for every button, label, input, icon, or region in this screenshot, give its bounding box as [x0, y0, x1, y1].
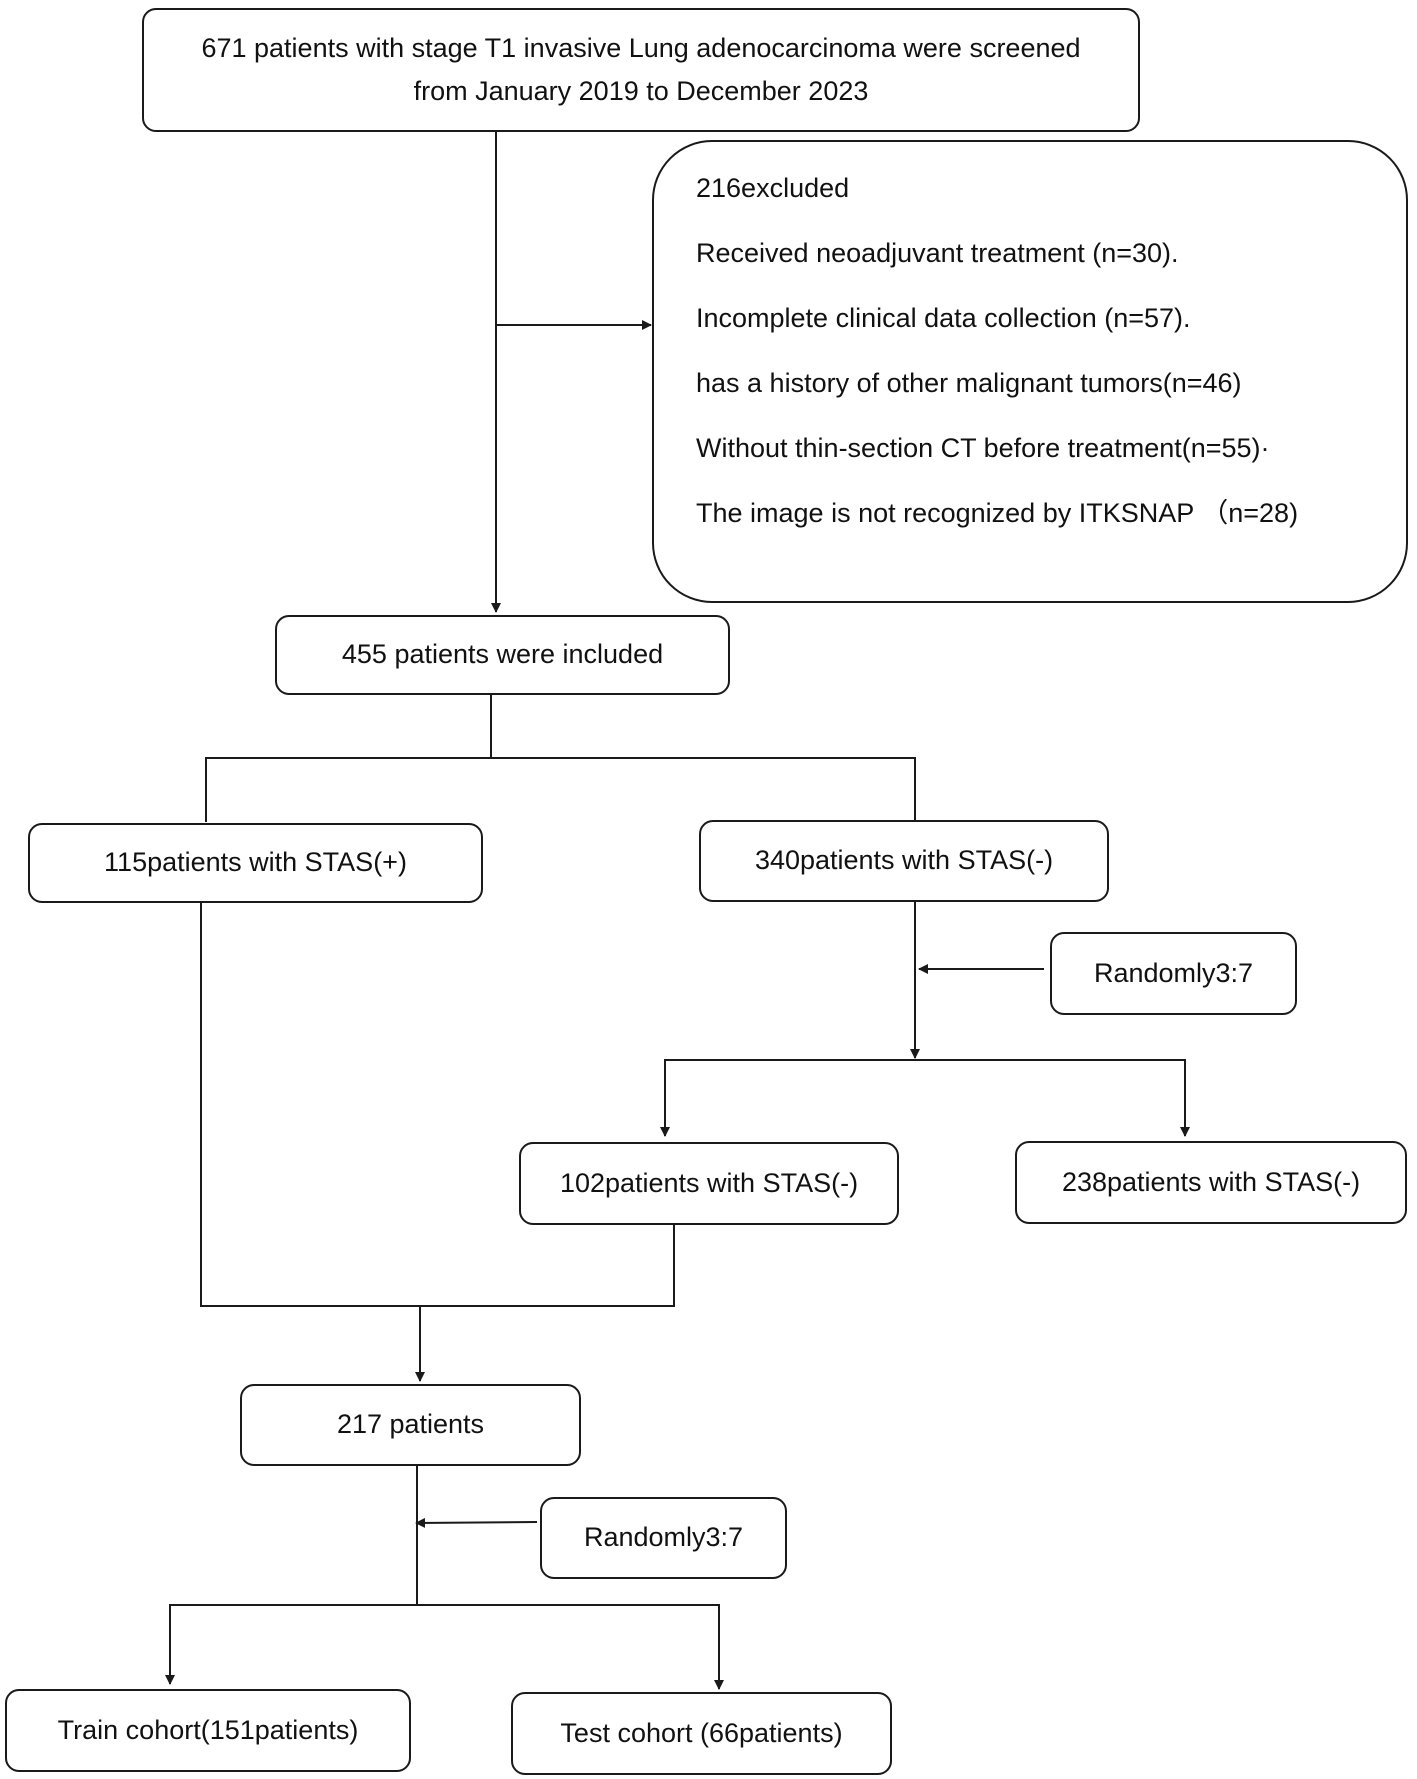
split-test — [417, 1604, 724, 1690]
split-random-left — [660, 1059, 915, 1137]
screened-line-1: 671 patients with stage T1 invasive Lung… — [201, 32, 1081, 63]
stas-negative-box: 340patients with STAS(-) — [699, 820, 1109, 902]
stas-negative-238-box: 238patients with STAS(-) — [1015, 1141, 1407, 1224]
split-included-right — [491, 757, 916, 820]
randomization-box-2: Randomly3:7 — [540, 1497, 787, 1579]
randomization-box-1: Randomly3:7 — [1050, 932, 1297, 1015]
line-stas-pos-to-merge — [200, 902, 675, 1307]
exclusion-title: 216excluded — [696, 173, 850, 203]
screened-box: 671 patients with stage T1 invasive Lung… — [142, 8, 1140, 132]
exclusion-reason: has a history of other malignant tumors(… — [696, 368, 1242, 398]
test-cohort-box: Test cohort (66patients) — [511, 1692, 892, 1775]
split-random-right — [915, 1059, 1190, 1137]
exclusion-reason: Received neoadjuvant treatment (n=30). — [696, 238, 1179, 268]
exclusion-reason: Incomplete clinical data collection (n=5… — [696, 303, 1191, 333]
split-train — [165, 1604, 417, 1685]
exclusion-box: 216excluded Received neoadjuvant treatme… — [652, 140, 1408, 603]
screened-line-2: from January 2019 to December 2023 — [413, 76, 869, 106]
exclusion-reason: The image is not recognized by ITKSNAP （… — [696, 498, 1299, 528]
exclusion-reason: Without thin-section CT before treatment… — [696, 433, 1270, 463]
combined-box: 217 patients — [240, 1384, 581, 1466]
stas-negative-102-box: 102patients with STAS(-) — [519, 1142, 899, 1225]
split-included — [205, 695, 492, 822]
stas-positive-box: 115patients with STAS(+) — [28, 823, 483, 903]
arrow-random-2 — [415, 1517, 538, 1528]
included-box: 455 patients were included — [275, 615, 730, 695]
train-cohort-box: Train cohort(151patients) — [5, 1689, 411, 1772]
